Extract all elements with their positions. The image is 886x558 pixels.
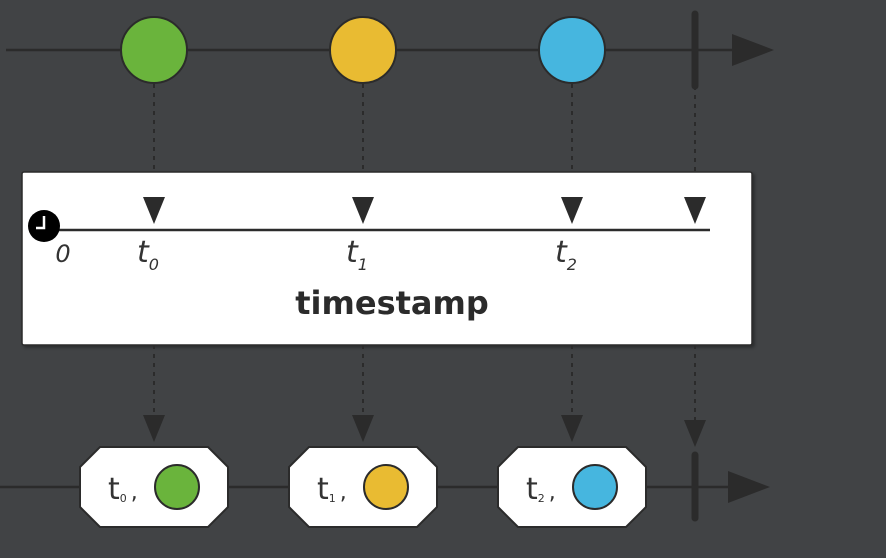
output-time-base: t xyxy=(526,472,538,507)
arrowhead-in-2 xyxy=(561,197,583,224)
output-marble xyxy=(572,464,618,510)
output-item-1: t1, xyxy=(288,446,438,528)
output-arrowheads xyxy=(143,415,706,447)
arrowhead-out-1 xyxy=(352,415,374,442)
time-label-0: t0 xyxy=(137,235,159,274)
time-label-subscript: 2 xyxy=(567,255,577,274)
operator-label: timestamp xyxy=(295,284,489,322)
output-time-label: t1, xyxy=(317,472,347,507)
time-label-base: t xyxy=(137,235,150,270)
arrowhead-in-complete xyxy=(684,197,706,224)
arrowhead-out-2 xyxy=(561,415,583,442)
output-marble xyxy=(154,464,200,510)
output-separator: , xyxy=(131,480,138,505)
clock-origin-label: 0 xyxy=(55,240,70,268)
output-time-base: t xyxy=(108,472,120,507)
arrowhead-in-1 xyxy=(352,197,374,224)
output-time-subscript: 0 xyxy=(120,492,127,505)
yellow-marble xyxy=(329,16,397,84)
time-label-base: t xyxy=(346,235,359,270)
output-time-label: t0, xyxy=(108,472,138,507)
arrowhead-out-0 xyxy=(143,415,165,442)
output-item-2: t2, xyxy=(497,446,647,528)
output-time-label: t2, xyxy=(526,472,556,507)
green-marble xyxy=(120,16,188,84)
output-time-subscript: 2 xyxy=(538,492,545,505)
time-label-subscript: 1 xyxy=(358,255,368,274)
output-marble xyxy=(363,464,409,510)
input-connectors xyxy=(153,84,696,200)
output-time-base: t xyxy=(317,472,329,507)
output-connectors xyxy=(153,345,696,420)
arrowhead-in-0 xyxy=(143,197,165,224)
time-label-1: t1 xyxy=(346,235,368,274)
output-separator: , xyxy=(549,480,556,505)
input-arrowheads xyxy=(143,197,706,224)
output-items: t0,t1,t2, xyxy=(79,446,647,528)
output-item-0: t0, xyxy=(79,446,229,528)
clock-icon xyxy=(28,210,60,242)
input-marbles xyxy=(120,16,606,84)
time-label-subscript: 0 xyxy=(149,255,159,274)
arrowhead-out-complete xyxy=(684,420,706,447)
time-label-base: t xyxy=(555,235,568,270)
blue-marble xyxy=(538,16,606,84)
output-time-subscript: 1 xyxy=(329,492,336,505)
output-separator: , xyxy=(340,480,347,505)
output-timeline-arrowhead xyxy=(728,471,770,503)
input-timeline-arrowhead xyxy=(732,34,774,66)
time-label-2: t2 xyxy=(555,235,577,274)
